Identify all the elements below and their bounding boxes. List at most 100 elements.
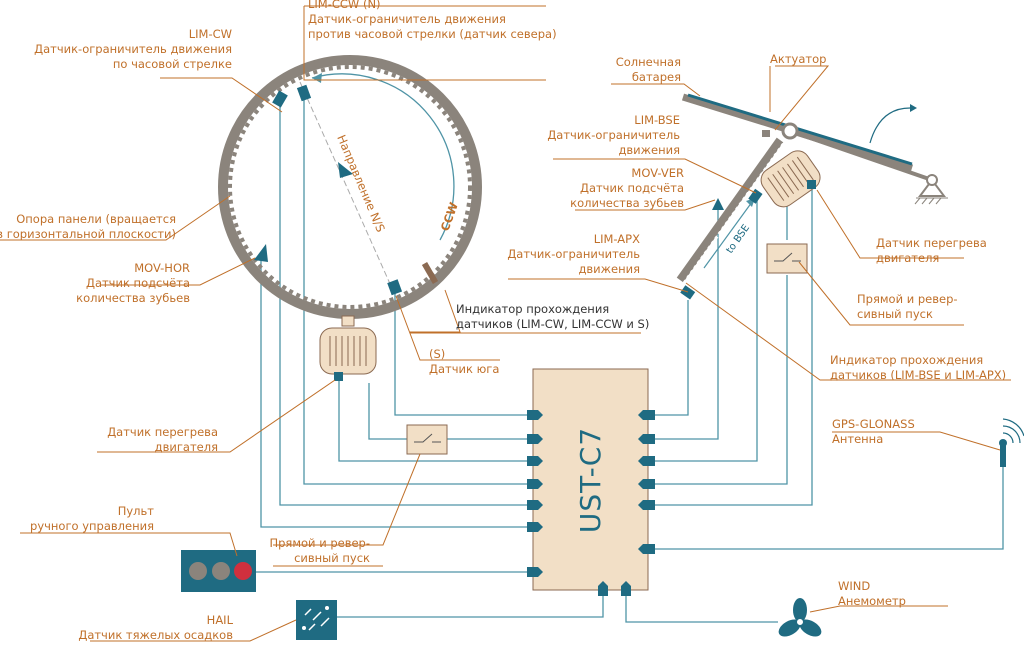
lim-ccw-desc-1: Датчик-ограничитель движения bbox=[308, 12, 506, 26]
start-v-desc-2: сивный пуск bbox=[857, 307, 933, 321]
solar-panel-cells bbox=[687, 93, 913, 166]
lim-cw-title: LIM-CW bbox=[189, 27, 232, 41]
mov-ver-sensor bbox=[712, 198, 724, 210]
lim-ccw-desc-2: против часовой стрелки (датчик севера) bbox=[308, 27, 557, 41]
overheat-v-desc-2: двигателя bbox=[876, 251, 939, 265]
wire-mov-hor bbox=[260, 258, 527, 528]
support-desc-2: в горизонтальной плоскости) bbox=[0, 227, 176, 241]
ports-left bbox=[527, 410, 543, 577]
indicator-v-desc-1: Индикатор прохождения bbox=[830, 353, 983, 367]
ccw-arrowhead bbox=[312, 73, 322, 83]
ns-direction-arrow bbox=[338, 162, 353, 178]
remote-desc-2: ручного управления bbox=[30, 519, 154, 533]
wire-south bbox=[394, 292, 527, 416]
gps-desc-1: Антенна bbox=[832, 432, 883, 446]
start-v-desc-1: Прямой и ревер- bbox=[857, 292, 958, 306]
hail-desc-1: Датчик тяжелых осадков bbox=[78, 628, 233, 642]
switch-v bbox=[766, 243, 808, 274]
solar-desc-1: Солнечная bbox=[616, 55, 681, 69]
ring-outer bbox=[218, 55, 482, 319]
overheat-h-desc-1: Датчик перегрева bbox=[107, 425, 218, 439]
motor-h bbox=[319, 315, 377, 381]
ring-sensors bbox=[254, 84, 403, 296]
wire-gps bbox=[655, 465, 1004, 550]
remote-button-stop[interactable] bbox=[234, 562, 252, 580]
wire-mov-ver bbox=[655, 210, 719, 440]
motor-h-shaft bbox=[341, 315, 355, 327]
south-desc-1: Датчик юга bbox=[429, 362, 499, 376]
remote-button-1[interactable] bbox=[189, 562, 207, 580]
hail-sensor bbox=[296, 600, 337, 640]
lim-apx-desc-1: Датчик-ограничитель bbox=[507, 247, 640, 261]
remote-desc-1: Пульт bbox=[118, 504, 155, 518]
actuator-label: Актуатор bbox=[770, 52, 826, 66]
solar-panel-assembly bbox=[676, 93, 948, 300]
indicator-tab-h bbox=[421, 261, 439, 285]
mov-ver-title: MOV-VER bbox=[631, 166, 684, 180]
hail-title: HAIL bbox=[207, 613, 234, 627]
controller-label: UST-C7 bbox=[574, 427, 607, 533]
ports-right bbox=[638, 410, 655, 554]
overheat-v-sensor bbox=[807, 180, 816, 189]
wire-overheat-v bbox=[655, 190, 813, 506]
lim-bse-desc-1: Датчик-ограничитель bbox=[547, 128, 680, 142]
antenna-icon bbox=[1000, 443, 1006, 467]
mov-hor-title: MOV-HOR bbox=[134, 261, 190, 275]
leader-lines bbox=[0, 5, 1011, 642]
lim-bse-desc-2: движения bbox=[618, 143, 680, 157]
switch-icon bbox=[406, 424, 448, 455]
gps-antenna bbox=[999, 418, 1024, 467]
support-desc-1: Опора панели (вращается bbox=[16, 212, 176, 226]
lim-ccw-sensor bbox=[296, 84, 312, 102]
actuator-stop bbox=[762, 130, 770, 137]
switch-icon bbox=[766, 243, 808, 274]
overheat-h-sensor bbox=[334, 372, 343, 381]
wire-lim-bse bbox=[655, 200, 758, 462]
ground-hinge bbox=[918, 178, 946, 197]
ring-teeth bbox=[228, 65, 472, 309]
anemometer-fan-icon bbox=[778, 598, 822, 637]
lim-bse-title: LIM-BSE bbox=[634, 113, 680, 127]
wire-wind bbox=[625, 590, 778, 623]
vertical-sector-teeth bbox=[682, 142, 786, 284]
south-sensor bbox=[387, 279, 403, 296]
gps-title: GPS-GLONASS bbox=[832, 417, 915, 431]
tilt-arrow bbox=[869, 107, 911, 144]
lim-cw-desc-2: по часовой стрелке bbox=[113, 57, 232, 71]
start-h-desc-1: Прямой и ревер- bbox=[269, 536, 370, 550]
lim-apx-desc-2: движения bbox=[578, 262, 640, 276]
mov-hor-desc-2: количества зубьев bbox=[76, 291, 190, 305]
lim-cw-desc-1: Датчик-ограничитель движения bbox=[34, 42, 232, 56]
mov-ver-desc-2: количества зубьев bbox=[570, 196, 684, 210]
indicator-h-desc-1: Индикатор прохождения bbox=[456, 302, 609, 316]
wire-hail bbox=[337, 590, 604, 618]
lim-cw-sensor bbox=[272, 90, 288, 108]
lim-bse-sensor bbox=[748, 188, 763, 204]
anemometer bbox=[778, 598, 822, 637]
ports-bottom bbox=[598, 581, 631, 596]
wire-switch-v bbox=[655, 275, 788, 485]
remote-button-2[interactable] bbox=[212, 562, 230, 580]
wire-overheat-h bbox=[338, 377, 527, 462]
motor-v bbox=[760, 150, 821, 208]
indicator-v-desc-2: датчиков (LIM-BSE и LIM-APX) bbox=[830, 368, 1006, 382]
mov-ver-desc-1: Датчик подсчёта bbox=[580, 181, 684, 195]
actuator-pivot bbox=[781, 122, 799, 140]
labels: LIM-CW Датчик-ограничитель движения по ч… bbox=[0, 0, 1006, 642]
remote-control[interactable] bbox=[181, 550, 256, 592]
mov-hor-desc-1: Датчик подсчёта bbox=[86, 276, 190, 290]
motor-h-fins bbox=[329, 336, 367, 366]
solar-desc-2: батарея bbox=[632, 70, 681, 84]
mov-hor-sensor bbox=[254, 244, 268, 262]
ns-direction-line bbox=[299, 81, 396, 296]
lim-apx-title: LIM-APX bbox=[594, 232, 640, 246]
switch-h bbox=[406, 424, 448, 455]
actuator-rod bbox=[789, 129, 933, 182]
azimuth-ring bbox=[218, 55, 482, 319]
wind-title: WIND bbox=[838, 579, 870, 593]
wiring bbox=[256, 98, 1004, 623]
controller-ust-c7: UST-C7 bbox=[527, 368, 655, 596]
overheat-h-desc-2: двигателя bbox=[155, 440, 218, 454]
ccw-label: CCW bbox=[438, 200, 461, 233]
